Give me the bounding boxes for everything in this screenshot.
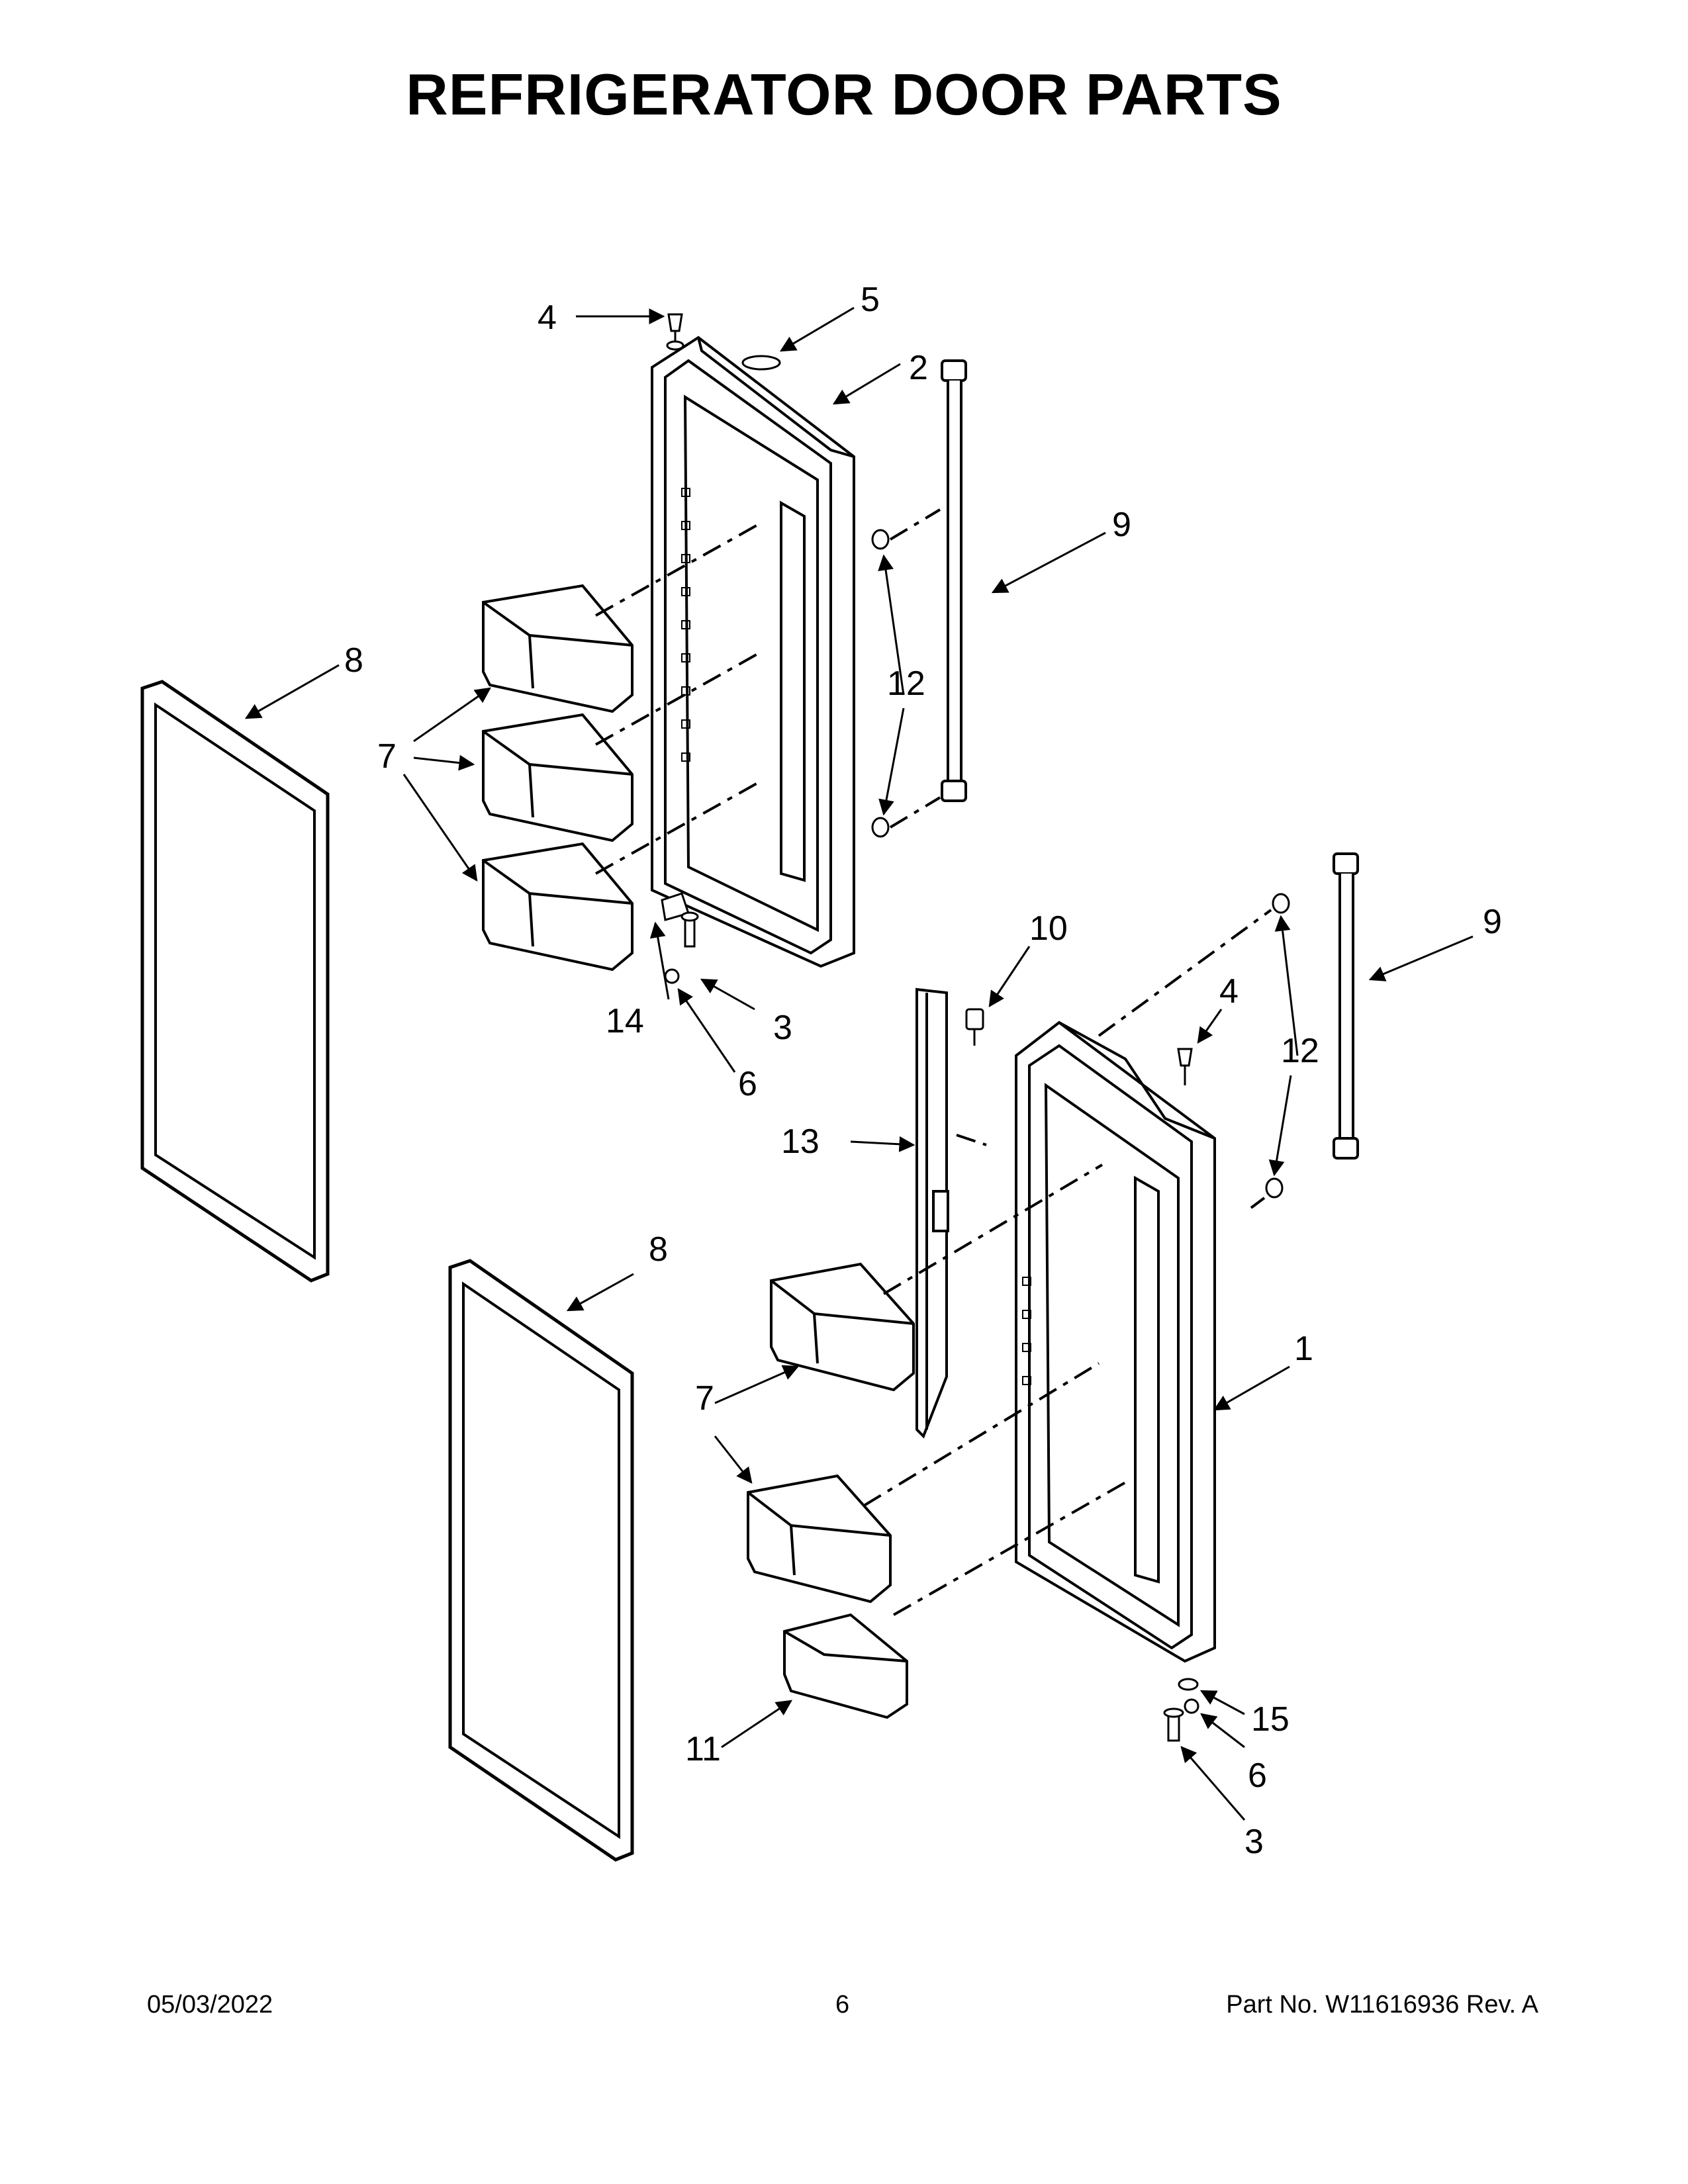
- hinge-pin-right: [1177, 1048, 1193, 1085]
- door-flipper-strip: [915, 987, 949, 1439]
- callout-3-bottom: 3: [1244, 1823, 1264, 1861]
- callout-5: 5: [861, 281, 880, 319]
- callout-8-top: 8: [344, 641, 363, 680]
- callout-9-right: 9: [1483, 903, 1502, 941]
- footer-page-number: 6: [835, 1991, 850, 2019]
- lower-door-part: [1015, 1021, 1216, 1663]
- alignment-lines: [595, 508, 1272, 1616]
- lower-door-handle: [1333, 852, 1359, 1160]
- callout-3-top: 3: [773, 1009, 792, 1047]
- callout-1: 1: [1294, 1330, 1313, 1368]
- callout-4-right: 4: [1219, 972, 1239, 1011]
- leader-arrows: [244, 306, 1474, 1821]
- callout-4-top: 4: [538, 298, 557, 337]
- callout-11: 11: [685, 1730, 721, 1768]
- lower-door-bins: [747, 1262, 915, 1604]
- upper-door-bins: [482, 584, 633, 972]
- lower-hinge-hardware: [1163, 1678, 1199, 1742]
- callout-7-bottom: 7: [695, 1379, 714, 1418]
- callout-7-top: 7: [377, 737, 397, 776]
- lower-door-gasket: [448, 1259, 634, 1862]
- upper-door-part: [651, 336, 855, 968]
- callout-14: 14: [606, 1002, 644, 1040]
- hinge-pin-10: [965, 1008, 984, 1046]
- hinge-pin-top: [666, 313, 684, 351]
- callout-6-bottom: 6: [1248, 1756, 1267, 1795]
- callout-10: 10: [1029, 909, 1068, 948]
- upper-handle-spacers: [871, 529, 890, 838]
- lower-door-shelf-pegs: [1022, 1277, 1031, 1385]
- callout-2: 2: [909, 349, 928, 387]
- upper-door-shelf-pegs: [681, 488, 690, 762]
- small-door-bin: [783, 1613, 908, 1719]
- hinge-cover-top: [741, 355, 781, 371]
- callout-12-top: 12: [887, 664, 925, 703]
- page-title: REFRIGERATOR DOOR PARTS: [406, 62, 1282, 127]
- callout-9-top: 9: [1112, 506, 1131, 544]
- lower-handle-spacers: [1265, 893, 1290, 1199]
- callout-6-top: 6: [738, 1065, 757, 1103]
- callout-12-right: 12: [1281, 1032, 1319, 1070]
- upper-door-gasket: [140, 680, 330, 1283]
- callout-15: 15: [1251, 1700, 1289, 1739]
- footer-part-number: Part No. W11616936 Rev. A: [1226, 1991, 1538, 2019]
- callout-13: 13: [781, 1122, 820, 1161]
- upper-hinge-hardware: [661, 892, 699, 984]
- callout-numbers: 4 5 2 9 8 7 12 14 3 6 10 9 4 12 13 8 1 7…: [344, 281, 1502, 1861]
- upper-door-handle: [941, 359, 967, 802]
- callout-8-bottom: 8: [649, 1230, 668, 1269]
- footer-date: 05/03/2022: [147, 1991, 273, 2019]
